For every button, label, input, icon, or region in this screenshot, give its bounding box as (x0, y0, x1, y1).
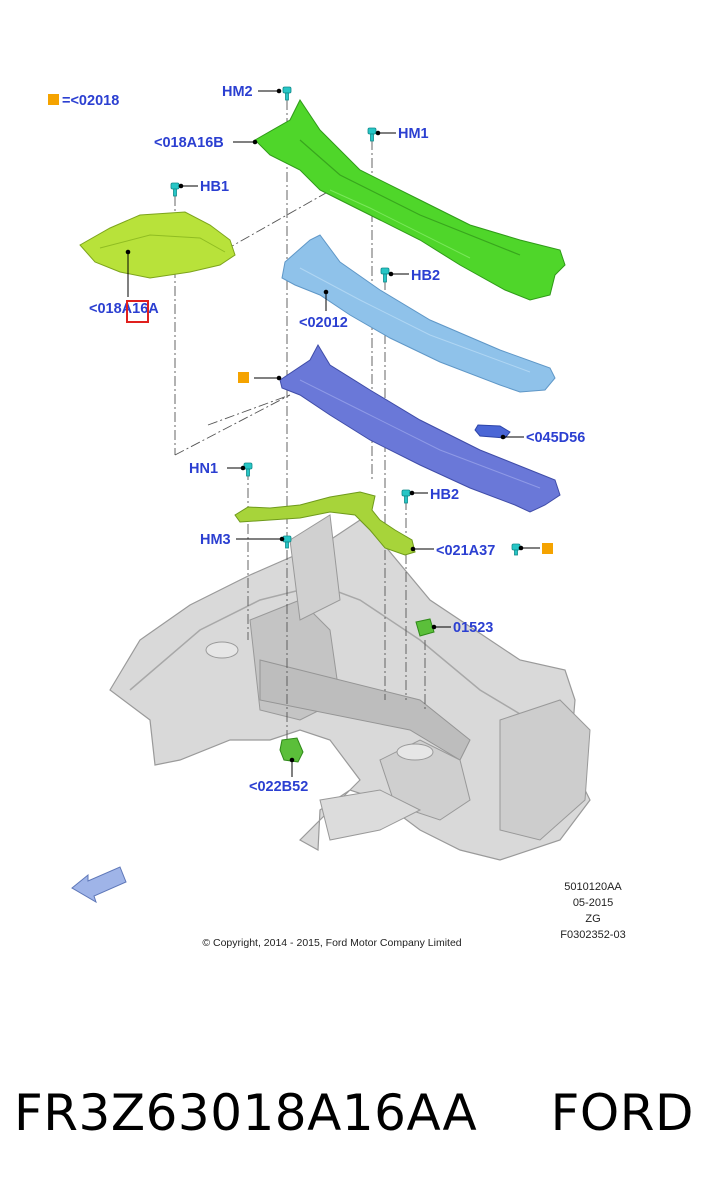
parts-diagram: =<02018 HM2 HM1 HB1 <018A16B <018A16A HB… (48, 84, 626, 949)
legend-square-icon (48, 94, 59, 105)
callout-022b52: <022B52 (249, 779, 308, 795)
callout-045d56: <045D56 (526, 430, 585, 446)
diagram-code: 5010120AA (564, 881, 622, 893)
brand-name: FORD (550, 1084, 694, 1142)
callout-hb1: HB1 (200, 179, 229, 195)
copyright-text: © Copyright, 2014 - 2015, Ford Motor Com… (202, 937, 461, 949)
fasteners (170, 86, 521, 556)
callout-hm2: HM2 (222, 84, 253, 100)
fastener-hm3-icon (282, 535, 292, 549)
diagram-date: 05-2015 (573, 897, 613, 909)
diagram-region: ZG (585, 913, 600, 925)
callout-018a16a: <018A16A (89, 301, 159, 317)
legend-text: =<02018 (62, 93, 119, 109)
fastener-02018-icon (511, 543, 521, 556)
leader-dots (125, 88, 524, 763)
bracket-022b52 (279, 737, 304, 763)
bracket-01523 (415, 618, 435, 637)
part-number: FR3Z63018A16AA (14, 1084, 478, 1142)
highlight-box (126, 300, 149, 323)
callout-02012: <02012 (299, 315, 348, 331)
callout-021a37: <021A37 (436, 543, 495, 559)
cowl-panel-018a16b (254, 99, 566, 301)
panel-02018 (279, 343, 561, 513)
callout-hm1: HM1 (398, 126, 429, 142)
leader-lines (127, 90, 540, 777)
front-body-structure (109, 514, 591, 861)
callout-hb2-top: HB2 (411, 268, 440, 284)
callout-018a16b: <018A16B (154, 135, 224, 151)
callout-01523: 01523 (453, 620, 493, 636)
fastener-hm2-icon (282, 86, 292, 101)
fastener-hb2-bottom-icon (401, 489, 411, 504)
panel-02012 (281, 234, 556, 393)
fastener-hb1-icon (170, 182, 180, 197)
callout-hb2-bottom: HB2 (430, 487, 459, 503)
cover-018a16a (79, 211, 236, 279)
seal-045d56 (474, 424, 511, 439)
orange-marker-panel-icon (238, 372, 249, 383)
fastener-hb2-top-icon (380, 267, 390, 283)
bracket-021a37 (234, 491, 416, 556)
orange-marker-fastener-icon (542, 543, 553, 554)
callout-hm3: HM3 (200, 532, 231, 548)
diagram-figure: F0302352-03 (560, 929, 625, 941)
fastener-hn1-icon (243, 462, 253, 477)
callout-hn1: HN1 (189, 461, 218, 477)
front-direction-arrow-icon (71, 866, 127, 904)
fastener-hm1-icon (367, 127, 377, 142)
footer-bar: FR3Z63018A16AA FORD (14, 1078, 694, 1148)
